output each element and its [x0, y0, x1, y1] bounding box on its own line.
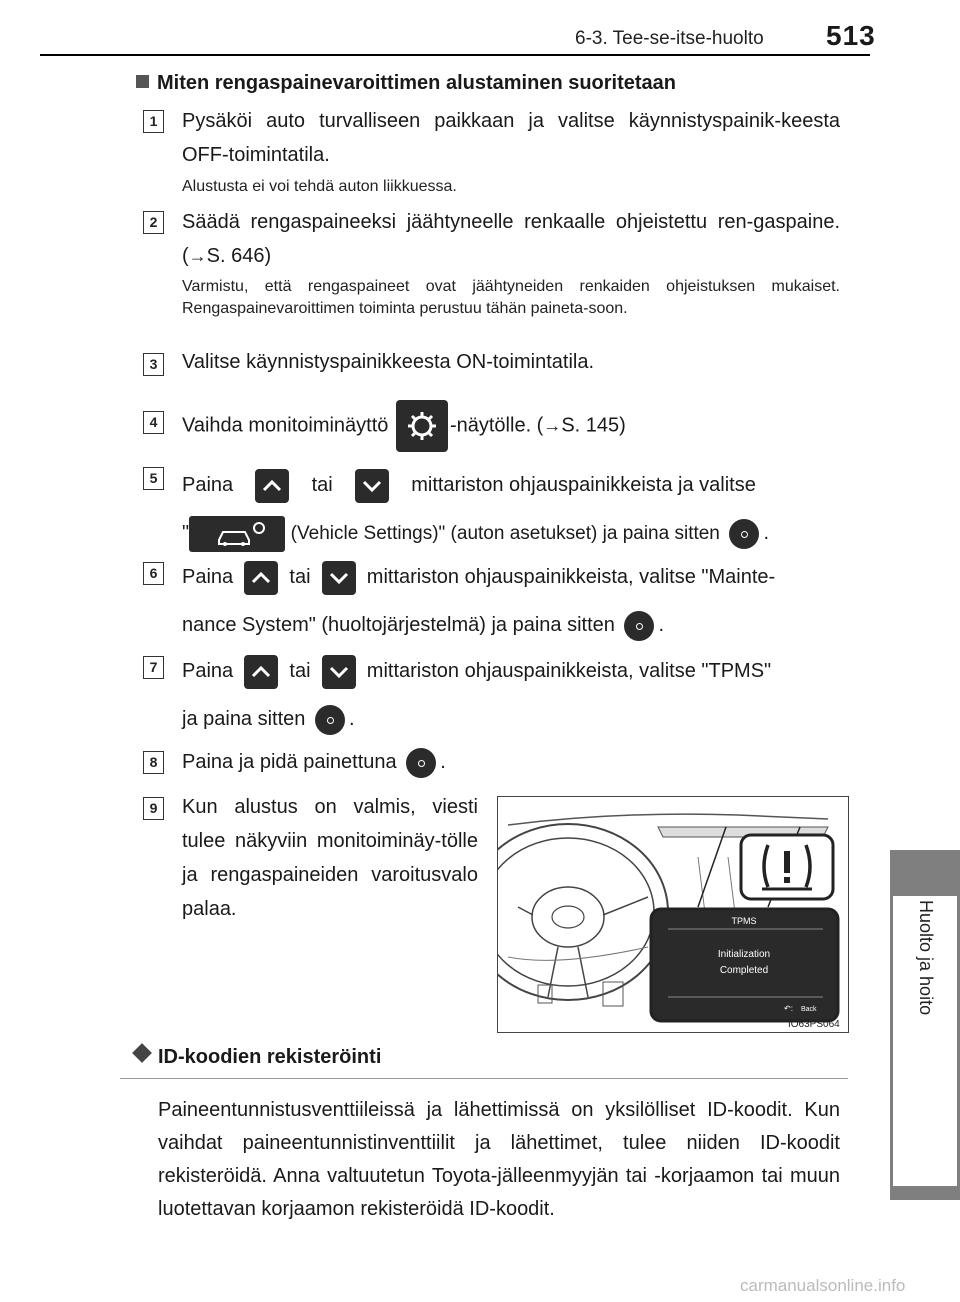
ok-button-icon — [406, 747, 437, 778]
step-number: 7 — [143, 656, 164, 679]
chapter-tab-inner — [893, 896, 957, 1186]
dashboard-illustration: TPMS Initialization Completed Back ↶: — [497, 796, 849, 1033]
step-number: 5 — [143, 467, 164, 490]
settings-gear-icon — [395, 400, 448, 452]
back-arrow-icon: ↶: — [784, 1004, 793, 1013]
step-text: Paina tai mittariston ohjauspainikkeista… — [182, 553, 840, 649]
watermark-text: carmanualsonline.info — [740, 1276, 906, 1295]
screen-message-2: Completed — [720, 965, 768, 976]
ok-button-icon — [314, 704, 345, 735]
dashboard-drawing: TPMS Initialization Completed Back ↶: — [498, 813, 840, 1023]
step-text: Valitse käynnistyspainikkeesta ON-toimin… — [182, 351, 595, 373]
step-text: Kun alustus on valmis, viesti tulee näky… — [182, 796, 478, 920]
step-number: 9 — [143, 797, 164, 820]
step-number: 4 — [143, 411, 164, 434]
arrow-down-button-icon — [321, 560, 356, 595]
section-rule — [120, 1078, 848, 1079]
arrow-down-button-icon — [321, 654, 356, 689]
screen-title: TPMS — [731, 916, 756, 926]
header-rule — [40, 54, 870, 56]
step-number: 6 — [143, 562, 164, 585]
procedure-heading: Miten rengaspainevaroittimen alustaminen… — [136, 72, 676, 95]
diamond-bullet-icon — [132, 1043, 152, 1063]
step-text: Paina tai mittariston ohjauspainikkeista… — [182, 461, 840, 558]
step-number: 1 — [143, 110, 164, 133]
screen-message-1: Initialization — [718, 949, 770, 960]
step-text: Paina tai mittariston ohjauspainikkeista… — [182, 647, 840, 743]
ok-button-icon — [729, 518, 760, 549]
illustration-code: IO63PS064 — [788, 1019, 840, 1030]
step-number: 3 — [143, 353, 164, 376]
step-number: 2 — [143, 211, 164, 234]
section-paragraph: Paineentunnistusventtiileissä ja lähetti… — [158, 1099, 840, 1220]
step-text: Vaihda monitoiminäyttö -näytölle. (→S. 1… — [182, 400, 840, 452]
section-heading: ID-koodien rekisteröinti — [158, 1046, 382, 1068]
arrow-right-icon: → — [188, 246, 207, 266]
step-note: Varmistu, että rengaspaineet ovat jäähty… — [182, 278, 840, 317]
chapter-label: Huolto ja hoito — [916, 900, 936, 1016]
ok-button-icon — [624, 610, 655, 641]
vehicle-settings-icon — [189, 515, 286, 552]
arrow-down-button-icon — [354, 468, 389, 503]
step-note: Alustusta ei voi tehdä auton liikkuessa. — [182, 178, 457, 195]
arrow-right-icon: → — [543, 415, 562, 436]
arrow-up-button-icon — [244, 654, 279, 689]
page-number: 513 — [826, 20, 876, 51]
screen-back-label: Back — [801, 1006, 817, 1013]
arrow-up-button-icon — [255, 468, 290, 503]
step-text: Säädä rengaspaineeksi jäähtyneelle renka… — [182, 211, 840, 267]
step-text: Paina ja pidä painettuna . — [182, 742, 840, 782]
section-title: 6-3. Tee-se-itse-huolto — [575, 28, 764, 49]
square-bullet-icon — [136, 75, 149, 88]
step-number: 8 — [143, 751, 164, 774]
step-text: Pysäköi auto turvalliseen paikkaan ja va… — [182, 110, 840, 166]
arrow-up-button-icon — [244, 560, 279, 595]
